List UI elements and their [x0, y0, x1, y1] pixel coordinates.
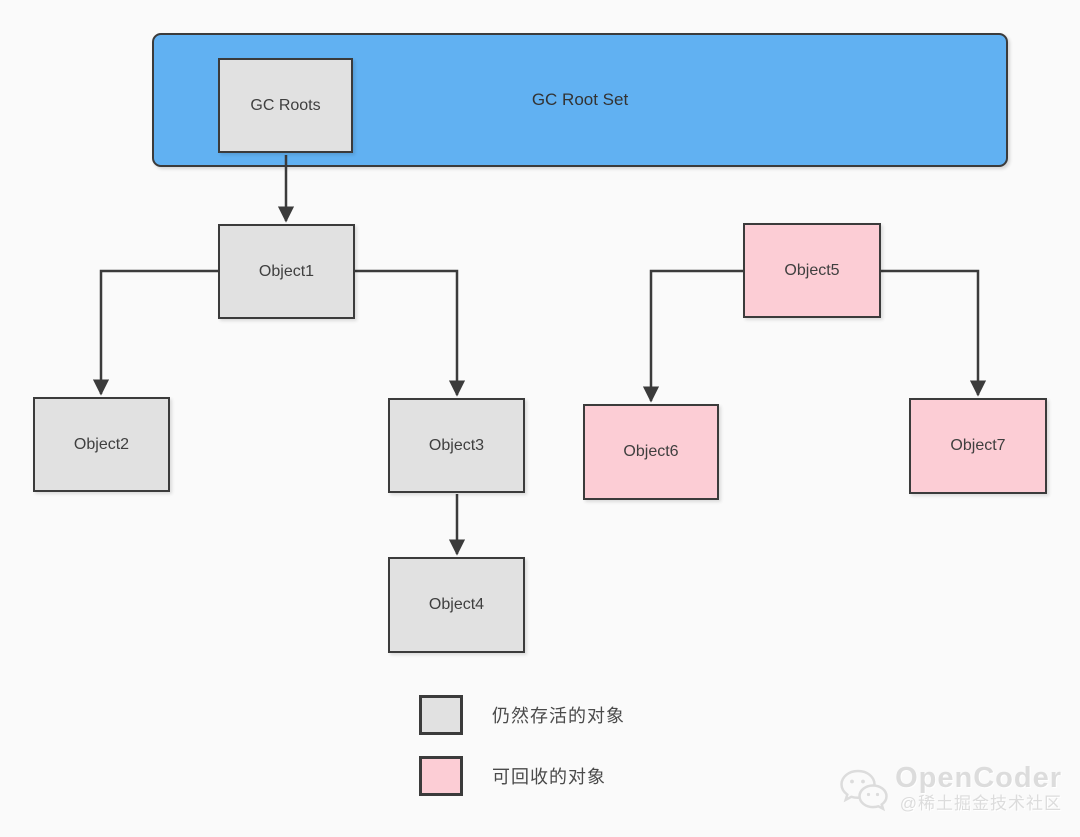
node-label: Object2	[73, 435, 130, 453]
edge-object5-object7	[881, 269, 987, 397]
node-gc-roots: GC Roots	[218, 58, 353, 153]
watermark-handle: @稀土掘金技术社区	[899, 794, 1062, 813]
watermark-text: OpenCoder @稀土掘金技术社区	[895, 762, 1062, 813]
node-object2: Object2	[33, 397, 170, 492]
node-object1: Object1	[218, 224, 355, 319]
edge-object1-object3	[355, 269, 466, 397]
node-label: Object6	[623, 443, 679, 460]
node-label: Object5	[784, 261, 840, 279]
wechat-icon	[839, 768, 889, 817]
node-label: Object3	[428, 436, 485, 454]
node-label: GC Roots	[250, 96, 321, 114]
watermark: OpenCoder @稀土掘金技术社区	[839, 764, 1062, 817]
legend-label-collectible: 可回收的对象	[492, 767, 606, 787]
edge-object1-object2	[92, 269, 218, 396]
gc-root-set-label: GC Root Set	[531, 90, 629, 109]
edge-object5-object6	[642, 269, 743, 403]
watermark-brand: OpenCoder	[895, 762, 1062, 794]
node-label: Object4	[428, 596, 485, 613]
legend-swatch-collectible	[419, 756, 463, 796]
legend-swatch-alive	[419, 695, 463, 735]
node-label: Object1	[258, 262, 315, 280]
node-object7: Object7	[909, 398, 1047, 494]
node-label: Object7	[950, 437, 1006, 454]
node-object3: Object3	[388, 398, 525, 493]
legend-item-alive: 仍然存活的对象	[419, 695, 625, 735]
legend-item-collectible: 可回收的对象	[419, 756, 606, 796]
legend-label-alive: 仍然存活的对象	[492, 706, 625, 726]
node-object6: Object6	[583, 404, 719, 500]
node-object5: Object5	[743, 223, 881, 318]
node-object4: Object4	[388, 557, 525, 653]
